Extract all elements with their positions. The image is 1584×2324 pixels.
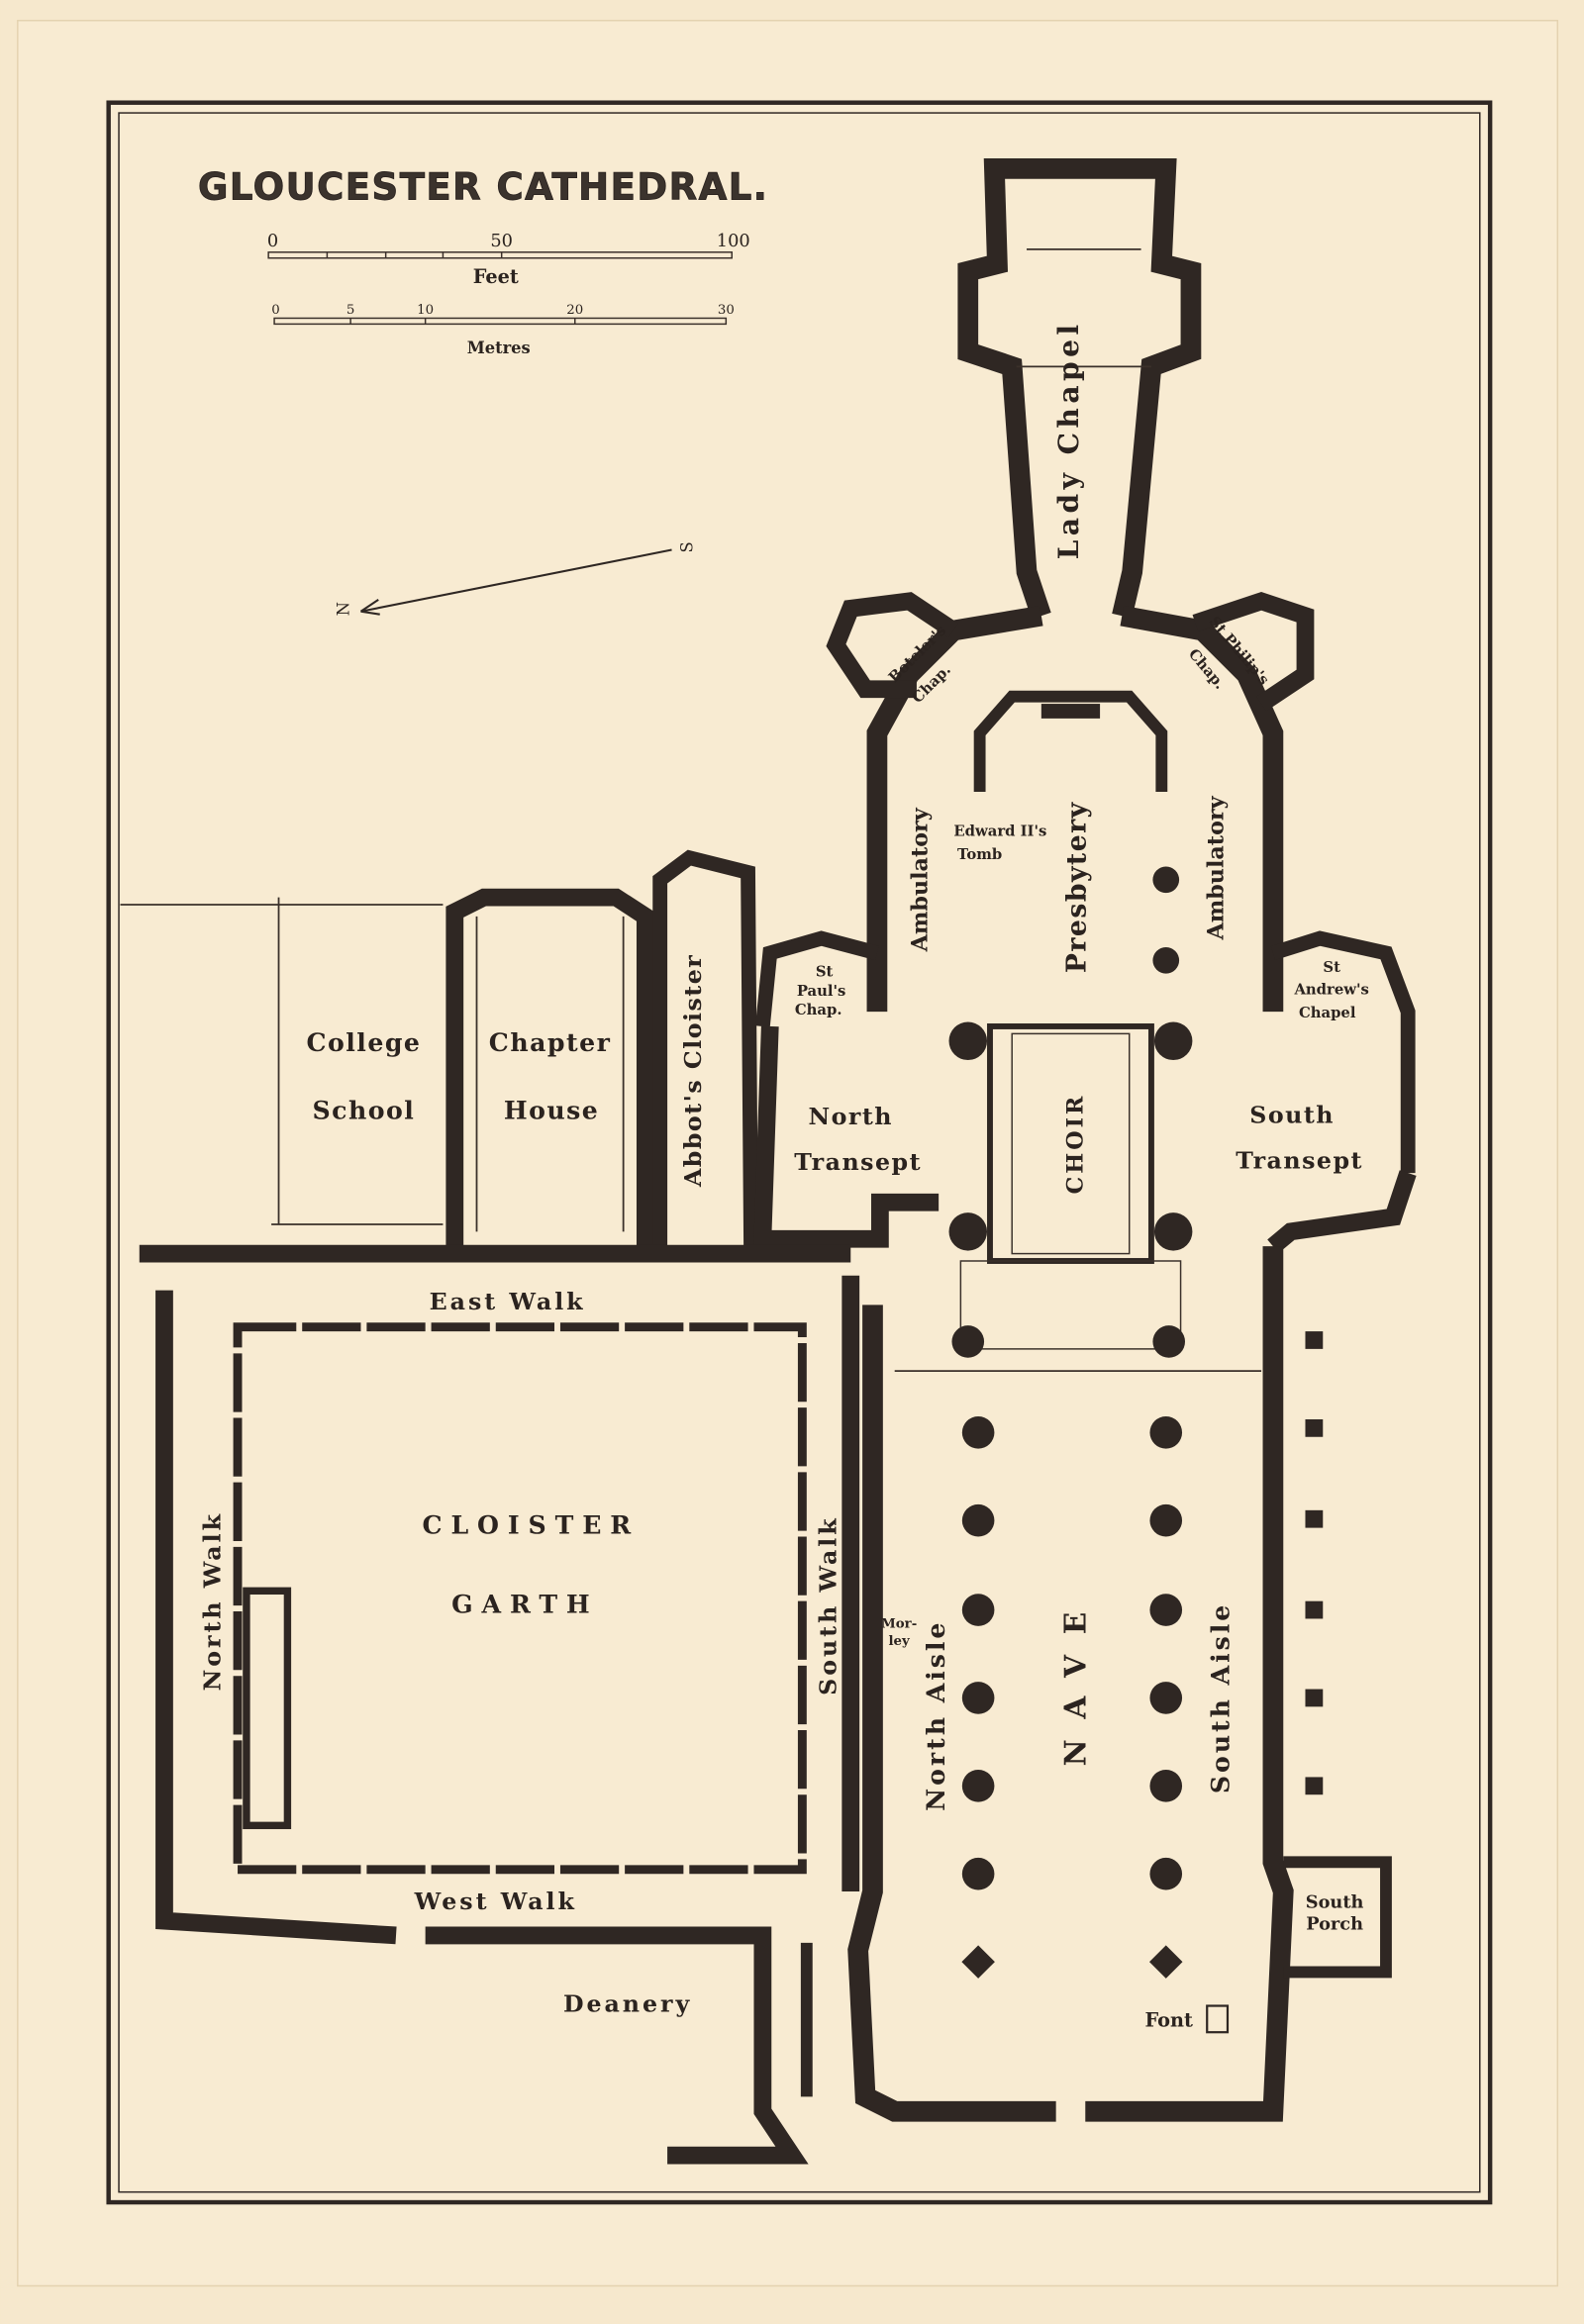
- label-lady-chapel: Lady Chapel: [1052, 320, 1085, 559]
- scale-bar-feet: 0 50 100 Feet: [267, 232, 750, 288]
- label-north-walk: North Walk: [198, 1511, 226, 1691]
- label-st-andrews-2: Andrew's: [1293, 981, 1368, 998]
- label-south-transept-2: Transept: [1236, 1147, 1363, 1175]
- label-north-transept-1: North: [808, 1103, 893, 1130]
- room-labels: Lady Chapel Boteler's Chap. St Philip's …: [198, 320, 1369, 2031]
- label-north-aisle: North Aisle: [921, 1620, 950, 1811]
- cloister-garth-outline: [233, 1322, 807, 1875]
- lavatorium: [243, 1587, 292, 1830]
- inner-border: [118, 112, 1481, 2193]
- compass-arrow: N S: [335, 541, 697, 616]
- nave-piers: [948, 866, 1324, 1979]
- label-north-transept-2: Transept: [794, 1148, 922, 1176]
- metres-tick-30: 30: [718, 303, 735, 318]
- walls: [139, 157, 1417, 2165]
- label-chapter-house-1: Chapter: [489, 1027, 612, 1057]
- metres-tick-10: 10: [417, 303, 434, 318]
- label-nave: NAVE: [1057, 1592, 1092, 1766]
- compass-south: S: [677, 541, 696, 552]
- outer-border: [106, 100, 1493, 2205]
- label-st-pauls-2: Paul's: [797, 983, 846, 1000]
- scale-bar-metres: 0 5 10 20 30 Metres: [271, 303, 735, 357]
- label-south-walk: South Walk: [814, 1515, 842, 1695]
- label-south-porch-1: South: [1306, 1891, 1364, 1912]
- label-chapter-house-2: House: [504, 1095, 599, 1124]
- paper-sheet: [17, 19, 1559, 2287]
- feet-tick-100: 100: [717, 232, 750, 251]
- label-st-andrews-3: Chapel: [1299, 1005, 1356, 1021]
- label-edward-tomb-2: Tomb: [957, 846, 1002, 863]
- label-east-walk: East Walk: [430, 1288, 586, 1315]
- metres-tick-5: 5: [346, 303, 354, 318]
- feet-tick-50: 50: [490, 232, 513, 251]
- label-west-walk: West Walk: [414, 1888, 577, 1915]
- feet-unit: Feet: [473, 265, 519, 288]
- label-south-porch-2: Porch: [1306, 1914, 1363, 1935]
- arrowhead-icon: [359, 599, 380, 616]
- metres-unit: Metres: [467, 339, 531, 357]
- label-college-school-1: College: [306, 1027, 421, 1057]
- metres-tick-0: 0: [271, 303, 279, 318]
- label-font: Font: [1145, 2008, 1193, 2031]
- label-choir: CHOIR: [1062, 1094, 1088, 1195]
- choir-screen: [959, 1260, 1182, 1350]
- label-abbots-cloister: Abbot's Cloister: [679, 954, 707, 1188]
- label-deanery: Deanery: [563, 1989, 692, 2017]
- label-south-aisle: South Aisle: [1205, 1602, 1235, 1793]
- label-morley-2: ley: [888, 1633, 911, 1649]
- label-cloister-garth-1: CLOISTER: [423, 1510, 641, 1540]
- label-edward-tomb-1: Edward II's: [953, 823, 1046, 839]
- font-symbol: [1206, 2004, 1230, 2034]
- label-presbytery: Presbytery: [1061, 801, 1092, 973]
- label-south-transept-1: South: [1249, 1102, 1335, 1129]
- label-ambulatory-south: Ambulatory: [1204, 795, 1230, 940]
- label-morley-1: Mor-: [881, 1615, 917, 1631]
- label-st-pauls-1: St: [816, 964, 834, 981]
- feet-tick-0: 0: [267, 232, 278, 251]
- compass-north: N: [335, 602, 353, 616]
- label-st-andrews-1: St: [1323, 959, 1340, 976]
- label-st-pauls-3: Chap.: [795, 1002, 842, 1018]
- map-title: GLOUCESTER CATHEDRAL.: [198, 165, 768, 208]
- metres-tick-20: 20: [566, 303, 583, 318]
- label-ambulatory-north: Ambulatory: [907, 807, 933, 952]
- college-school-outline: [120, 897, 444, 1225]
- label-cloister-garth-2: GARTH: [451, 1590, 598, 1619]
- label-college-school-2: School: [313, 1095, 416, 1124]
